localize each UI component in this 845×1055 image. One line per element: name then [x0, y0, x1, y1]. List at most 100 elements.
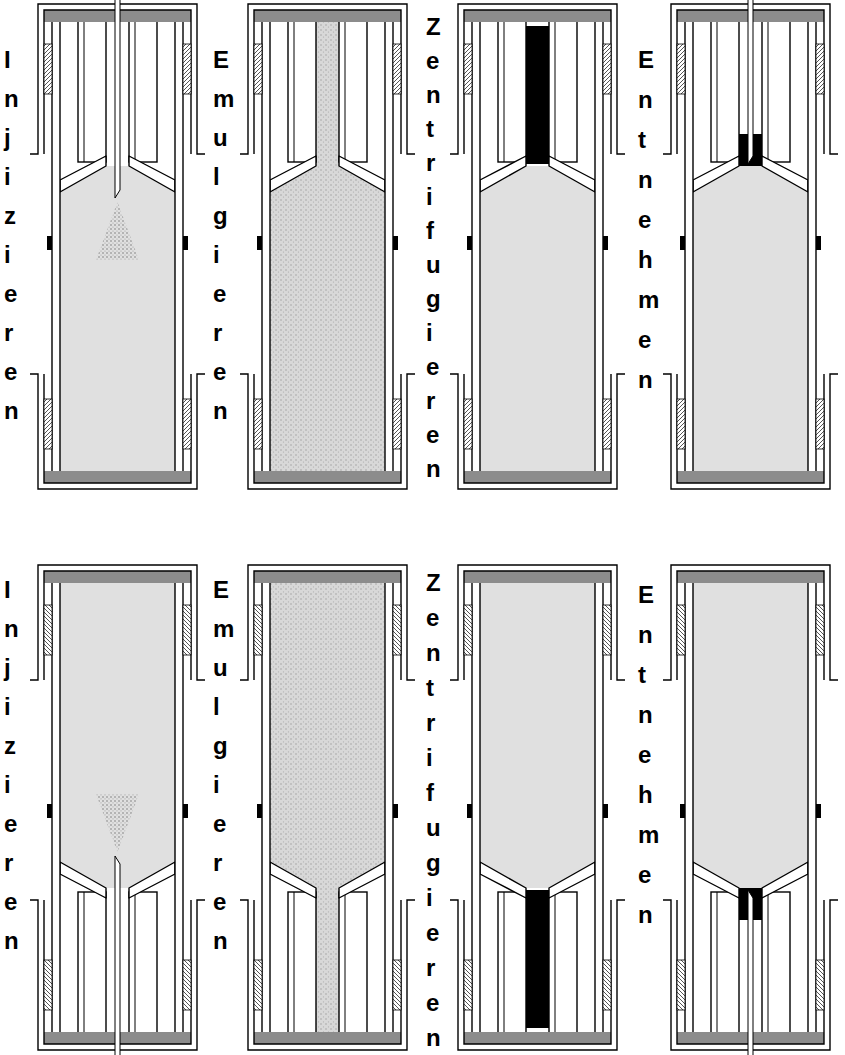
thread — [603, 605, 611, 655]
thread — [183, 960, 191, 1010]
cap-outline — [677, 571, 824, 680]
funnel-plate — [762, 862, 808, 898]
cap-outline — [464, 374, 611, 483]
tube-wall — [52, 578, 60, 1034]
insert-rod — [549, 892, 577, 1034]
thread — [464, 44, 472, 94]
tube-wall — [685, 578, 693, 1034]
thread — [183, 399, 191, 449]
thread — [603, 44, 611, 94]
thread — [464, 399, 472, 449]
funnel-plate — [339, 156, 385, 192]
seal-mark — [603, 236, 608, 250]
seal-mark — [47, 236, 52, 250]
step-label-holder: Zentrifugieren — [426, 565, 427, 1055]
step-label-holder: Zentrifugieren — [426, 10, 427, 486]
cap-outline — [240, 900, 415, 1050]
tube-wall — [685, 20, 693, 476]
seal-mark — [257, 236, 262, 250]
step-label: Zentrifugieren — [426, 565, 427, 1055]
thread — [816, 605, 824, 655]
seal-mark — [257, 804, 262, 818]
sediment — [526, 26, 549, 164]
tube-wall — [385, 578, 393, 1034]
step-label: Entnehmen — [638, 575, 639, 935]
thread — [393, 605, 401, 655]
insert-rod — [288, 892, 316, 1034]
funnel-plate — [129, 862, 175, 898]
thread — [393, 44, 401, 94]
cap-outline — [663, 374, 838, 489]
step-label: Injizieren — [4, 570, 5, 960]
cap-outline — [464, 10, 611, 154]
centrifuge-tube — [240, 4, 415, 489]
thread — [677, 399, 685, 449]
cap-outline — [677, 374, 824, 483]
tube-wall — [385, 20, 393, 476]
thread — [464, 960, 472, 1010]
step-label-holder: Entnehmen — [638, 575, 639, 935]
funnel-plate — [480, 862, 526, 898]
step-label-holder: Injizieren — [4, 570, 5, 960]
step-label: Emulgieren — [213, 570, 214, 960]
step-label: Zentrifugieren — [426, 10, 427, 486]
needle — [115, 856, 120, 1055]
thread — [183, 605, 191, 655]
funnel-plate — [693, 156, 739, 192]
seal-mark — [393, 236, 398, 250]
insert-rod — [498, 20, 526, 162]
insert-rod — [762, 20, 790, 162]
insert-rod — [84, 892, 85, 1034]
tube-wall — [595, 20, 603, 476]
cap-outline — [450, 565, 625, 680]
cap-outline — [254, 374, 401, 483]
seal-mark — [467, 236, 472, 250]
insert-rod — [339, 20, 367, 162]
tube-wall — [262, 578, 270, 1034]
droplets — [96, 202, 139, 260]
cap-seal — [44, 471, 191, 483]
cap-seal — [464, 471, 611, 483]
cap-outline — [44, 374, 191, 483]
liquid — [480, 166, 595, 474]
needle — [115, 0, 120, 198]
seal-mark — [603, 804, 608, 818]
seal-mark — [816, 804, 821, 818]
liquid — [60, 580, 175, 888]
thread — [44, 960, 52, 1010]
thread — [464, 605, 472, 655]
seal-mark — [393, 804, 398, 818]
tube-wall — [595, 578, 603, 1034]
tube-wall — [472, 20, 480, 476]
insert-rod — [768, 20, 769, 162]
seal-mark — [47, 804, 52, 818]
cap-outline — [464, 900, 611, 1044]
cap-outline — [663, 565, 838, 680]
cap-outline — [254, 571, 401, 680]
insert-rod — [768, 892, 769, 1034]
cap-outline — [30, 374, 205, 489]
cap-seal — [464, 10, 611, 22]
cap-seal — [677, 571, 824, 583]
insert-rod — [504, 892, 505, 1034]
insert-rod — [135, 20, 136, 162]
liquid — [270, 166, 385, 474]
cap-outline — [254, 10, 401, 154]
tube-wall — [808, 578, 816, 1034]
thread — [816, 44, 824, 94]
thread — [816, 960, 824, 1010]
thread — [44, 399, 52, 449]
cap-seal — [254, 571, 401, 583]
cap-seal — [254, 10, 401, 22]
cap-seal — [44, 571, 191, 583]
sediment — [526, 890, 549, 1028]
insert-rod — [762, 892, 790, 1034]
insert-rod — [345, 20, 346, 162]
cap-seal — [677, 471, 824, 483]
funnel-plate — [693, 862, 739, 898]
cap-seal — [464, 1032, 611, 1044]
funnel-plate — [270, 862, 316, 898]
centrifuge-tube — [30, 565, 205, 1055]
step-label-holder: Emulgieren — [213, 570, 214, 960]
